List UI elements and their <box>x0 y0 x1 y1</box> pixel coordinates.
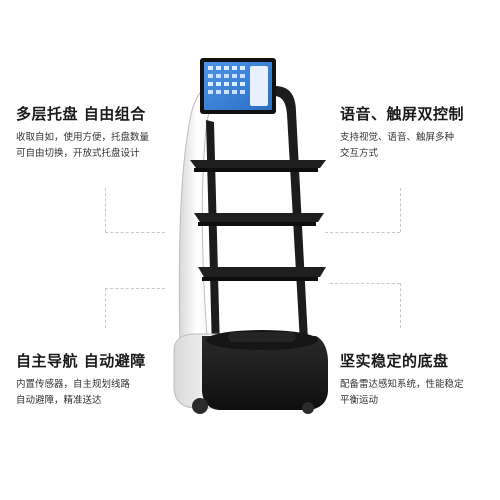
guide-line-bottom-left-horizontal <box>105 288 165 289</box>
feature-description-line: 平衡运动 <box>340 395 379 406</box>
feature-description: 支持视觉、语音、触屏多种 交互方式 <box>340 130 464 162</box>
feature-top-right: 语音、触屏双控制 支持视觉、语音、触屏多种 交互方式 <box>340 103 464 162</box>
feature-bottom-left: 自主导航 自动避障 内置传感器，自主规划线路 自动避障，精准送达 <box>16 350 146 409</box>
delivery-robot-image <box>173 58 328 414</box>
guide-line-top-right-horizontal <box>325 232 400 233</box>
tray-middle <box>194 213 324 226</box>
feature-description-line: 内置传感器，自主规划线路 <box>16 379 131 390</box>
guide-line-top-left-horizontal <box>105 232 165 233</box>
guide-line-bottom-right-horizontal <box>330 283 400 284</box>
feature-description: 内置传感器，自主规划线路 自动避障，精准送达 <box>16 377 146 409</box>
feature-description: 配备雷达感知系统，性能稳定 平衡运动 <box>340 377 464 409</box>
touch-screen <box>200 58 276 114</box>
feature-bottom-right: 坚实稳定的底盘 配备雷达感知系统，性能稳定 平衡运动 <box>340 350 464 409</box>
guide-line-bottom-left-vertical <box>105 288 106 328</box>
feature-description-line: 配备雷达感知系统，性能稳定 <box>340 379 464 390</box>
feature-description-line: 支持视觉、语音、触屏多种 <box>340 132 455 143</box>
feature-description-line: 自动避障，精准送达 <box>16 395 102 406</box>
tray-top <box>190 160 326 172</box>
guide-line-top-right-vertical <box>400 188 401 232</box>
feature-title: 自主导航 自动避障 <box>16 352 146 370</box>
feature-top-left: 多层托盘 自由组合 收取自如，使用方便，托盘数量 可自由切换，开放式托盘设计 <box>16 103 149 162</box>
guide-line-top-left-vertical <box>105 188 106 232</box>
feature-description: 收取自如，使用方便，托盘数量 可自由切换，开放式托盘设计 <box>16 130 149 162</box>
robot-front-frame <box>206 120 220 350</box>
feature-description-line: 可自由切换，开放式托盘设计 <box>16 148 140 159</box>
guide-line-bottom-right-vertical <box>400 283 401 328</box>
feature-description-line: 收取自如，使用方便，托盘数量 <box>16 132 150 143</box>
robot-chassis <box>173 330 328 414</box>
feature-title: 语音、触屏双控制 <box>340 105 465 123</box>
feature-title: 坚实稳定的底盘 <box>340 352 449 370</box>
feature-description-line: 交互方式 <box>340 148 379 159</box>
feature-title: 多层托盘 自由组合 <box>16 105 146 123</box>
tray-bottom <box>198 267 326 281</box>
